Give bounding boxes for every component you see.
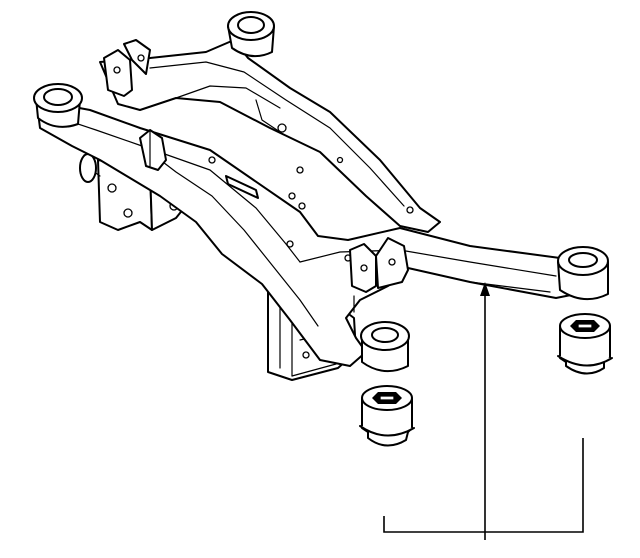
subframe-crossmember bbox=[37, 103, 587, 367]
mount-back-left bbox=[227, 11, 275, 58]
callout-subframe-leader bbox=[480, 282, 490, 540]
front-left-bracket bbox=[103, 39, 151, 97]
mount-back-right bbox=[557, 246, 609, 301]
rear-right-bracket bbox=[349, 237, 409, 313]
mount-front-right bbox=[360, 321, 410, 373]
center-bracket bbox=[139, 129, 167, 171]
bushing-left bbox=[359, 385, 415, 447]
callout-bushing-bracket bbox=[383, 438, 584, 533]
mount-front-left bbox=[33, 83, 83, 128]
arrowhead-icon bbox=[480, 282, 490, 296]
bushing-right bbox=[557, 313, 613, 375]
